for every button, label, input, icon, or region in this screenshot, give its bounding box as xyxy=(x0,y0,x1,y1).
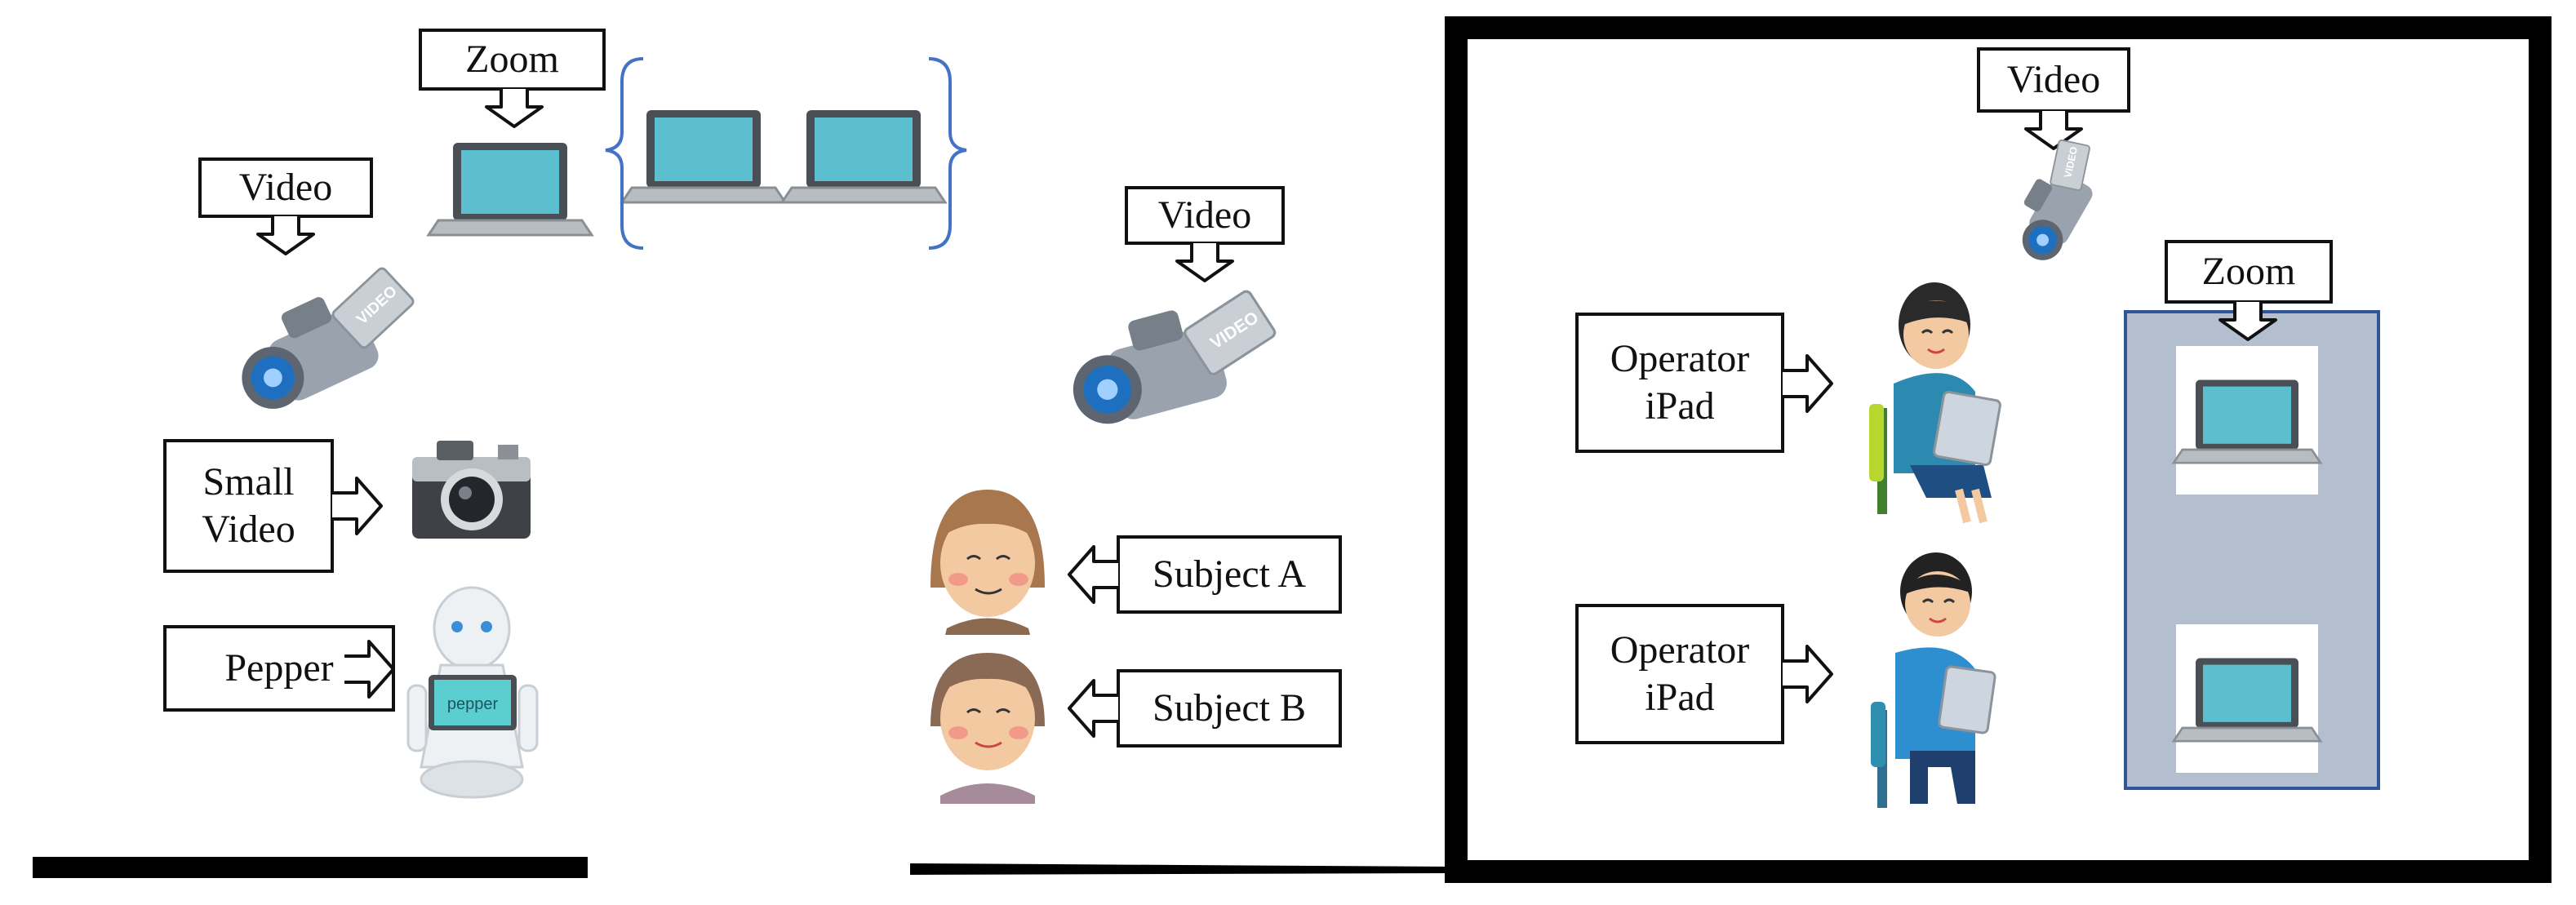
video-middle-arrow xyxy=(1175,242,1234,282)
floor-line-left xyxy=(33,857,588,878)
video-camera-icon xyxy=(220,259,434,422)
video-camera-icon xyxy=(2001,130,2115,269)
right-room-border xyxy=(1445,16,2552,883)
laptop-icon xyxy=(2172,379,2322,464)
laptop-icon xyxy=(2172,657,2322,743)
zoom-right-label: Zoom xyxy=(2201,250,2296,293)
operator-1-box xyxy=(1575,313,1784,453)
laptop-icon xyxy=(620,109,787,204)
floor-line-middle xyxy=(910,863,1457,875)
operator-1-arrow xyxy=(1781,354,1833,413)
small-video-line-2: Video xyxy=(202,508,295,551)
laptop-icon xyxy=(780,109,947,204)
camera-icon xyxy=(412,441,531,539)
laptop-icon xyxy=(427,141,593,237)
operator-1-label: Operator iPad xyxy=(1577,314,1783,451)
video-left-label: Video xyxy=(238,166,333,209)
operator-1-line-1: Operator xyxy=(1610,337,1750,380)
subject-a-label: Subject A xyxy=(1153,552,1306,596)
operator-2-label: Operator iPad xyxy=(1577,606,1783,743)
subject-a-arrow xyxy=(1068,545,1120,604)
pepper-label: Pepper xyxy=(224,646,334,690)
small-video-line-1: Small xyxy=(202,460,295,504)
brace-right xyxy=(928,57,967,250)
video-left-arrow xyxy=(256,215,315,255)
pepper-screen-label: pepper xyxy=(447,695,499,713)
operator-woman-icon xyxy=(1869,282,2001,524)
video-camera-icon xyxy=(1057,283,1290,435)
operator-1-line-2: iPad xyxy=(1645,384,1715,428)
operator-2-arrow xyxy=(1781,645,1833,703)
brace-left xyxy=(605,57,644,250)
operator-man-icon xyxy=(1871,552,1996,808)
video-right-box xyxy=(1977,47,2130,113)
operator-2-line-2: iPad xyxy=(1645,676,1715,719)
video-right-label: Video xyxy=(2006,58,2101,101)
elderly-woman-icon xyxy=(930,653,1045,804)
video-middle-label: Video xyxy=(1157,193,1252,237)
small-video-label: Small Video xyxy=(165,441,332,571)
elderly-woman-icon xyxy=(930,490,1045,635)
operator-2-box xyxy=(1575,604,1784,744)
zoom-right-box xyxy=(2165,240,2333,304)
zoom-top-label: Zoom xyxy=(465,38,559,81)
subject-b-label: Subject B xyxy=(1153,686,1306,730)
zoom-top-arrow xyxy=(485,87,544,128)
pepper-robot-icon: pepper xyxy=(406,586,539,799)
operator-2-line-1: Operator xyxy=(1610,628,1750,672)
small-video-arrow xyxy=(331,477,383,535)
subject-b-arrow xyxy=(1068,679,1120,738)
